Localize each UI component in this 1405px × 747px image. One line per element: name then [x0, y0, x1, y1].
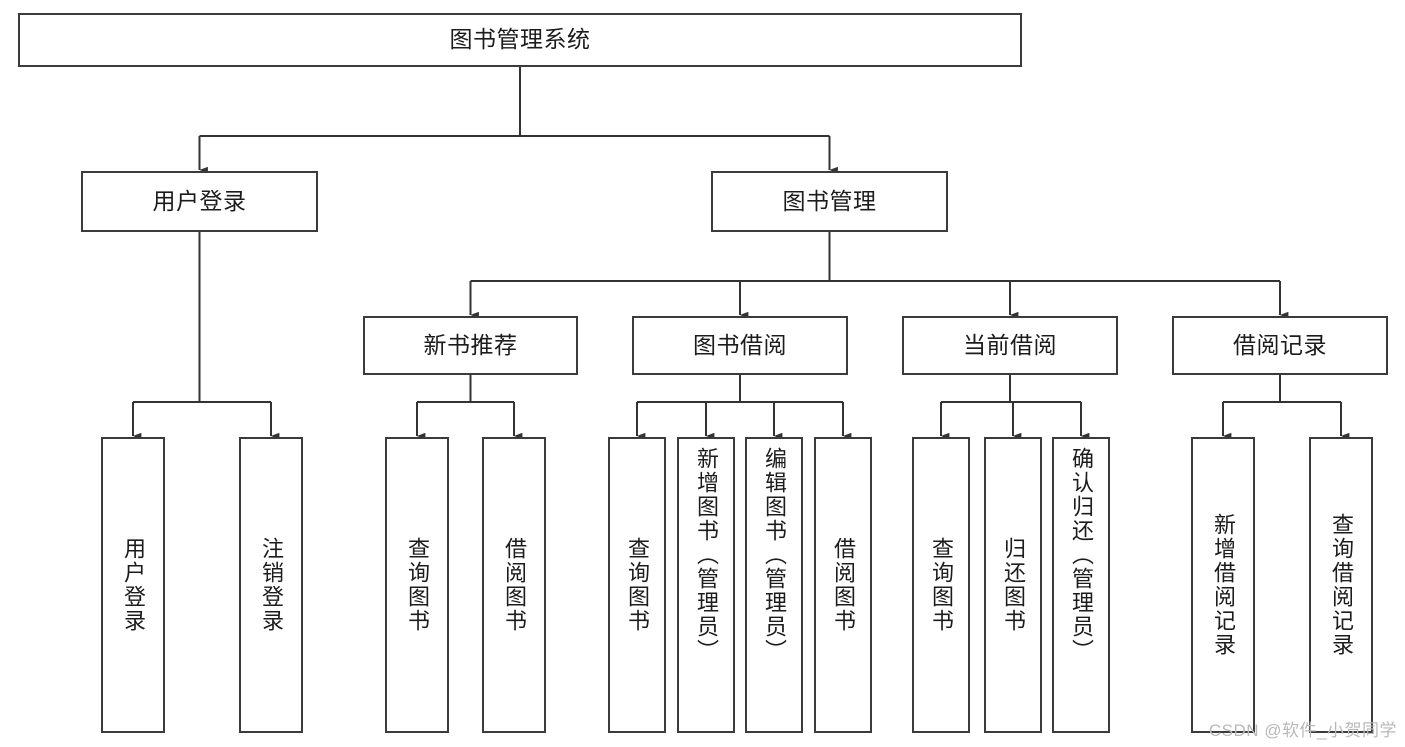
node-label-root: 图书管理系统 [449, 26, 591, 53]
node-label-user-login: 用户登录 [152, 187, 247, 214]
node-label-leaf-return-book: 归还图书 [1001, 537, 1026, 633]
node-label-leaf-query-book-3: 查询图书 [929, 537, 954, 633]
node-leaf-return-book[interactable]: 归还图书 [984, 437, 1042, 733]
node-label-leaf-logout: 注销登录 [259, 537, 284, 633]
node-leaf-query-book-1[interactable]: 查询图书 [385, 437, 449, 733]
node-book-manage[interactable]: 图书管理 [711, 171, 948, 232]
node-label-leaf-borrow-book-1: 借阅图书 [502, 537, 527, 633]
node-label-book-manage: 图书管理 [782, 187, 877, 214]
node-borrow-record[interactable]: 借阅记录 [1172, 316, 1388, 375]
node-book-borrow[interactable]: 图书借阅 [632, 316, 848, 375]
node-label-new-book-rec: 新书推荐 [423, 331, 518, 358]
node-leaf-logout[interactable]: 注销登录 [239, 437, 303, 733]
node-new-book-rec[interactable]: 新书推荐 [363, 316, 578, 375]
node-leaf-user-login[interactable]: 用户登录 [101, 437, 165, 733]
node-leaf-query-record[interactable]: 查询借阅记录 [1309, 437, 1373, 733]
node-leaf-borrow-book-1[interactable]: 借阅图书 [482, 437, 546, 733]
node-label-leaf-add-record: 新增借阅记录 [1211, 513, 1236, 657]
node-label-leaf-user-login: 用户登录 [121, 537, 146, 633]
node-label-leaf-edit-book: 编辑图书（管理员） [762, 447, 787, 663]
node-leaf-edit-book[interactable]: 编辑图书（管理员） [745, 437, 803, 733]
node-label-leaf-query-record: 查询借阅记录 [1329, 513, 1354, 657]
node-label-current-borrow: 当前借阅 [963, 331, 1057, 358]
node-current-borrow[interactable]: 当前借阅 [902, 316, 1118, 375]
watermark-label: CSDN @软件_小贺同学 [1208, 721, 1397, 740]
node-label-borrow-record: 借阅记录 [1233, 331, 1327, 358]
node-leaf-add-record[interactable]: 新增借阅记录 [1191, 437, 1255, 733]
node-label-book-borrow: 图书借阅 [693, 331, 787, 358]
node-label-leaf-borrow-book-2: 借阅图书 [831, 537, 856, 633]
node-label-leaf-add-book: 新增图书（管理员） [694, 447, 719, 663]
node-leaf-borrow-book-2[interactable]: 借阅图书 [814, 437, 872, 733]
node-leaf-confirm-return[interactable]: 确认归还（管理员） [1052, 437, 1110, 733]
node-label-leaf-confirm-return: 确认归还（管理员） [1069, 447, 1094, 663]
node-label-leaf-query-book-2: 查询图书 [625, 537, 650, 633]
node-leaf-add-book[interactable]: 新增图书（管理员） [677, 437, 735, 733]
node-leaf-query-book-2[interactable]: 查询图书 [608, 437, 666, 733]
node-root[interactable]: 图书管理系统 [18, 13, 1022, 67]
node-leaf-query-book-3[interactable]: 查询图书 [912, 437, 970, 733]
node-user-login[interactable]: 用户登录 [81, 171, 318, 232]
node-label-leaf-query-book-1: 查询图书 [405, 537, 430, 633]
